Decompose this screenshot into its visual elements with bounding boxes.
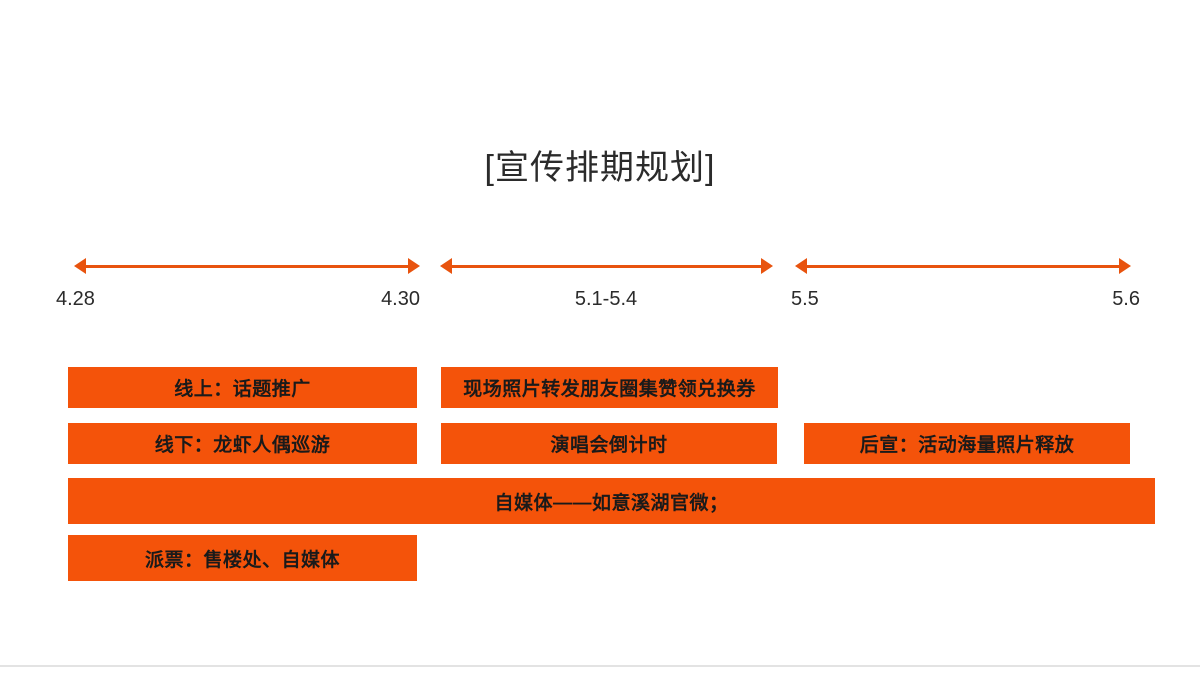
arrow-left-icon bbox=[795, 258, 807, 274]
arrow-right-icon bbox=[1119, 258, 1131, 274]
schedule-bar-onsite-photo-share: 现场照片转发朋友圈集赞领兑换券 bbox=[441, 367, 778, 408]
schedule-bar-ticket-distribution: 派票：售楼处、自媒体 bbox=[68, 535, 417, 581]
date-label-segment-1-end: 4.30 bbox=[381, 288, 420, 310]
schedule-bar-offline-parade: 线下：龙虾人偶巡游 bbox=[68, 423, 417, 464]
arrow-line bbox=[448, 265, 765, 268]
schedule-bar-label: 线上：话题推广 bbox=[174, 379, 311, 400]
date-label-segment-1-start: 4.28 bbox=[56, 288, 95, 310]
arrow-line bbox=[803, 265, 1123, 268]
timeline-segment-2 bbox=[440, 252, 773, 282]
arrow-right-icon bbox=[408, 258, 420, 274]
schedule-bar-label: 自媒体——如意溪湖官微； bbox=[494, 492, 729, 514]
schedule-bar-concert-countdown: 演唱会倒计时 bbox=[441, 423, 777, 464]
bottom-divider bbox=[0, 665, 1200, 667]
timeline-segment-1 bbox=[74, 252, 420, 282]
page-title: [宣传排期规划] bbox=[484, 149, 716, 187]
date-label-segment-3-end: 5.6 bbox=[1112, 288, 1140, 310]
schedule-bar-label: 现场照片转发朋友圈集赞领兑换券 bbox=[463, 379, 756, 400]
schedule-bar-label: 线下：龙虾人偶巡游 bbox=[154, 435, 331, 456]
schedule-bar-post-publicity: 后宣：活动海量照片释放 bbox=[804, 423, 1130, 464]
schedule-bar-label: 演唱会倒计时 bbox=[550, 435, 668, 456]
schedule-bar-label: 派票：售楼处、自媒体 bbox=[144, 549, 340, 571]
schedule-bar-online-topic: 线上：话题推广 bbox=[68, 367, 417, 408]
timeline-segment-3 bbox=[795, 252, 1131, 282]
arrow-right-icon bbox=[761, 258, 773, 274]
date-label-segment-2-center: 5.1-5.4 bbox=[574, 288, 638, 310]
date-label-segment-3-start: 5.5 bbox=[791, 288, 819, 310]
arrow-left-icon bbox=[74, 258, 86, 274]
schedule-bar-label: 后宣：活动海量照片释放 bbox=[859, 435, 1075, 456]
arrow-line bbox=[82, 265, 412, 268]
timeline: 4.28 4.30 5.1-5.4 5.5 5.6 bbox=[0, 252, 1200, 322]
schedule-bar-self-media: 自媒体——如意溪湖官微； bbox=[68, 478, 1155, 524]
arrow-left-icon bbox=[440, 258, 452, 274]
